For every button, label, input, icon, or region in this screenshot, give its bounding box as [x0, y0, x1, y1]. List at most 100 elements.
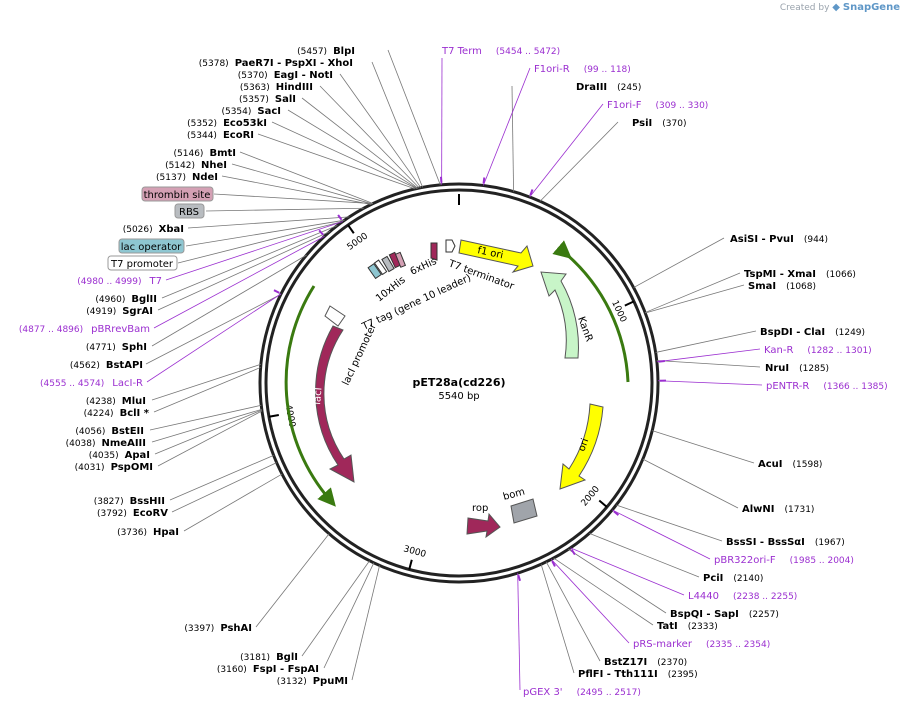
site-ndei[interactable]: (5137)NdeI — [156, 172, 218, 183]
site-bsteii[interactable]: (4056)BstEII — [75, 426, 144, 437]
site-ecori[interactable]: (5344)EcoRI — [187, 130, 254, 141]
site-apai[interactable]: (4035)ApaI — [89, 450, 150, 461]
primer-t7-term[interactable]: T7 Term(5454 .. 5472) — [441, 46, 560, 57]
leader-line — [221, 175, 372, 205]
site-xmai[interactable]: TspMI - XmaI(1066) — [744, 269, 856, 280]
leader-line — [239, 151, 374, 204]
rop-arrow[interactable] — [466, 512, 501, 539]
site-pspomi[interactable]: (4031)PspOMI — [75, 462, 153, 473]
site-bcli[interactable]: (4224)BclI * — [84, 408, 150, 419]
site-bstz17i[interactable]: BstZ17I(2370) — [604, 657, 687, 668]
thrombin-box[interactable] — [141, 186, 214, 202]
kanr-arrow[interactable] — [540, 271, 579, 359]
site-sphi[interactable]: (4771)SphI — [86, 342, 147, 353]
site-bstapi[interactable]: (4562)BstAPI — [70, 360, 143, 371]
primer-site-mark — [439, 176, 443, 183]
leader-line — [153, 367, 261, 413]
site-clai[interactable]: BspDI - ClaI(1249) — [760, 327, 865, 338]
kanr-orf-arc — [552, 240, 630, 383]
site-xbai[interactable]: (5026)XbaI — [123, 224, 184, 235]
leader-line — [539, 121, 619, 202]
primer-pbrrevbam[interactable]: (4877 .. 4896)pBRrevBam — [19, 324, 150, 335]
primer-site-mark — [517, 574, 522, 582]
f1-ori-arrow[interactable] — [458, 239, 534, 273]
site-bsssi[interactable]: BssSI - BssSαI(1967) — [726, 537, 845, 548]
bom-box[interactable] — [510, 498, 538, 524]
rbs-box[interactable] — [174, 203, 205, 219]
site-acui[interactable]: AcuI(1598) — [758, 459, 822, 470]
site-bglii[interactable]: (4960)BglII — [95, 294, 157, 305]
leader-line — [231, 163, 373, 205]
leader-line — [205, 207, 364, 212]
primer-pbr322ori-f[interactable]: pBR322ori-F(1985 .. 2004) — [714, 555, 854, 566]
leader-line — [271, 121, 418, 189]
site-hpai[interactable]: (3736)HpaI — [117, 527, 179, 538]
site-ppumi[interactable]: (3132)PpuMI — [277, 676, 348, 687]
site-sapi[interactable]: BspQI - SapI(2257) — [670, 609, 779, 620]
leader-line — [656, 348, 761, 363]
laci-arrow[interactable] — [315, 325, 355, 483]
primers: T7 Term(5454 .. 5472) F1ori-R(99 .. 118)… — [19, 46, 888, 698]
primer-laci-r[interactable]: (4555 .. 4574)LacI-R — [40, 378, 143, 389]
primer-t7[interactable]: (4980 .. 4999)T7 — [77, 276, 162, 287]
laci-promoter-arrow[interactable] — [324, 305, 346, 327]
primer-l4440[interactable]: L4440(2238 .. 2255) — [688, 591, 797, 602]
site-bgli[interactable]: (3181)BglI — [240, 652, 298, 663]
leader-line — [157, 410, 263, 467]
ori-arrow[interactable] — [559, 403, 604, 490]
site-mlui[interactable]: (4238)MluI — [86, 396, 146, 407]
thrombin-mark[interactable] — [394, 251, 407, 268]
t7-terminator-mark[interactable] — [445, 239, 456, 253]
site-blpi[interactable]: (5457)BlpI — [297, 46, 355, 57]
site-draiii[interactable]: DraIII(245) — [576, 82, 641, 93]
laci-orf-arc — [284, 285, 336, 507]
t7-promoter-mark[interactable] — [373, 259, 388, 276]
site-bmti[interactable]: (5146)BmtI — [174, 148, 236, 159]
tick-label: 5000 — [346, 231, 371, 253]
site-pvui[interactable]: AsiSI - PvuI(944) — [730, 234, 828, 245]
primer-site-mark — [482, 177, 486, 184]
lac-operator-box[interactable] — [118, 238, 185, 254]
primer-pentr-r[interactable]: pENTR-R(1366 .. 1385) — [766, 381, 888, 392]
primer-f1ori-f[interactable]: F1ori-F(309 .. 330) — [607, 100, 708, 111]
rbs-mark[interactable] — [381, 255, 395, 273]
his6-mark[interactable] — [430, 242, 438, 261]
primer-kan-r[interactable]: Kan-R(1282 .. 1301) — [764, 345, 872, 356]
leader-line — [657, 380, 763, 386]
site-smai[interactable]: SmaI(1068) — [748, 281, 816, 292]
leader-line — [157, 230, 331, 311]
site-nrui[interactable]: NruI(1285) — [765, 363, 829, 374]
site-xhoi[interactable]: (5378)PaeR7I - PspXI - XhoI — [199, 58, 353, 69]
leader-line — [633, 237, 725, 288]
site-tth111i[interactable]: PflFI - Tth111I(2395) — [578, 669, 698, 680]
laci-promoter-label: lacI promoter — [341, 321, 380, 387]
primer-site-mark — [318, 229, 324, 236]
backbone-inner — [264, 188, 654, 578]
site-nmeaiii[interactable]: (4038)NmeAIII — [66, 438, 146, 449]
site-saci[interactable]: (5354)SacI — [221, 106, 281, 117]
lac-operator-mark[interactable] — [367, 263, 382, 280]
primer-pgex3[interactable]: pGEX 3'(2495 .. 2517) — [523, 687, 641, 698]
site-alwni[interactable]: AlwNI(1731) — [742, 504, 814, 515]
site-noti[interactable]: (5370)EagI - NotI — [238, 70, 333, 81]
leader-line — [529, 103, 604, 198]
leader-line — [482, 67, 531, 186]
t7-promoter-box[interactable] — [107, 255, 178, 271]
primer-prs-marker[interactable]: pRS-marker(2335 .. 2354) — [633, 639, 770, 650]
site-tati[interactable]: TatI(2333) — [657, 621, 718, 632]
site-sgrai[interactable]: (4919)SgrAI — [86, 306, 153, 317]
site-pcii[interactable]: PciI(2140) — [703, 573, 763, 584]
site-ecorv[interactable]: (3792)EcoRV — [97, 508, 168, 519]
site-hindiii[interactable]: (5363)HindIII — [240, 82, 313, 93]
site-bsshii[interactable]: (3827)BssHII — [94, 496, 165, 507]
site-sali[interactable]: (5357)SalI — [239, 94, 296, 105]
leader-line — [517, 573, 521, 691]
site-nhei[interactable]: (5142)NheI — [165, 160, 227, 171]
site-psii[interactable]: PsiI(370) — [632, 118, 686, 129]
snapgene-credit: Created by ◆ SnapGene — [780, 2, 900, 13]
site-fspi[interactable]: (3160)FspI - FspAI — [217, 664, 319, 675]
primer-f1ori-r[interactable]: F1ori-R(99 .. 118) — [534, 64, 631, 75]
tick-mark — [347, 224, 355, 234]
site-eco53ki[interactable]: (5352)Eco53kI — [187, 118, 267, 129]
site-pshai[interactable]: (3397)PshAI — [184, 623, 252, 634]
